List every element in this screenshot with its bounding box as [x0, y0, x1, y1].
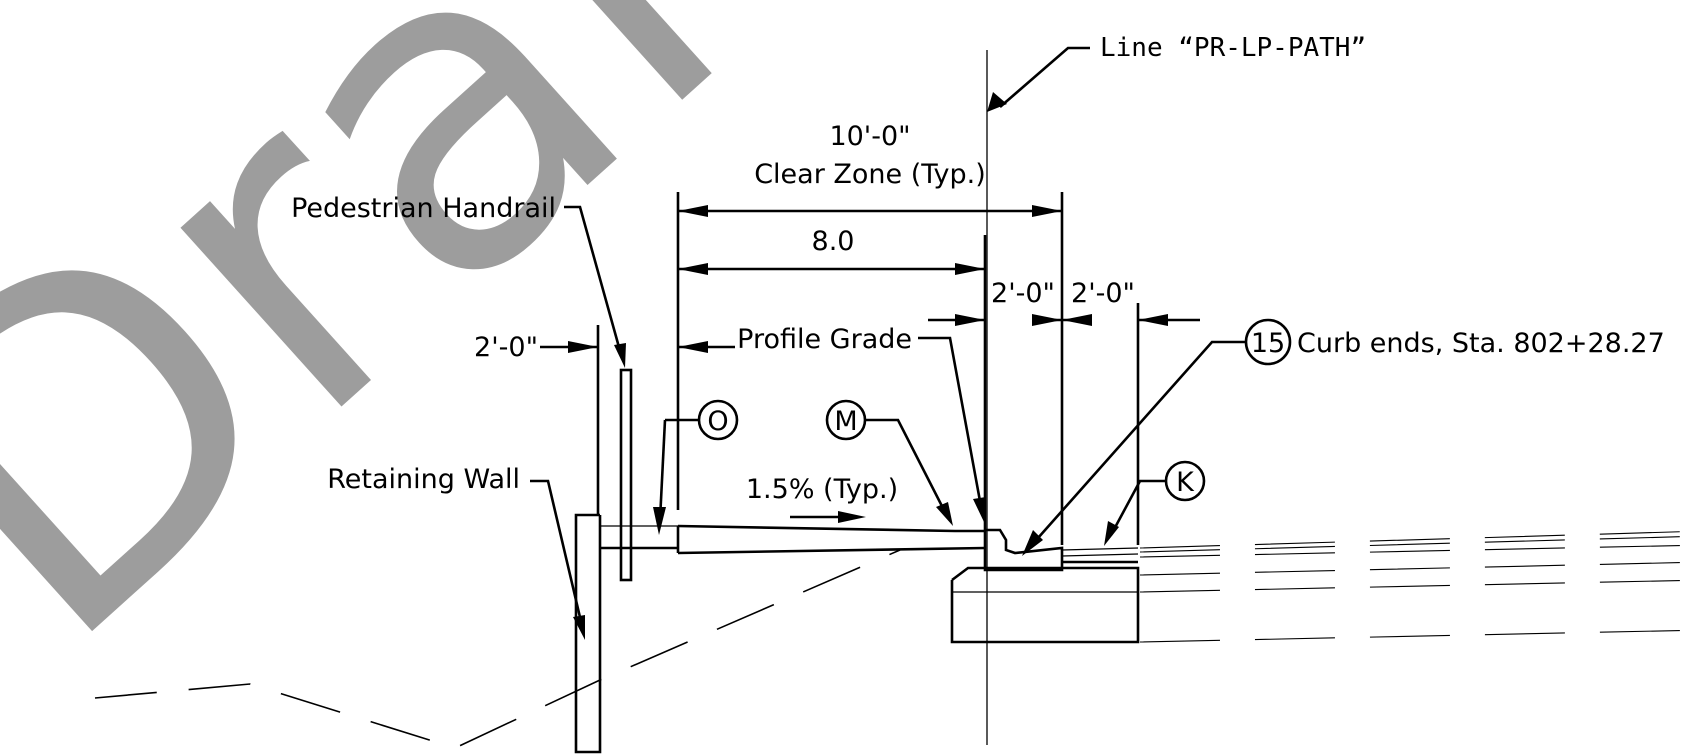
path-width-text: 8.0 [812, 226, 855, 257]
callout-k [1104, 460, 1206, 546]
note-15-number: 15 [1251, 328, 1285, 359]
line-name-leader [987, 46, 1090, 112]
clear-zone-label: Clear Zone (Typ.) [754, 159, 986, 190]
slope-text: 1.5% (Typ.) [746, 474, 898, 505]
callout-o-text: O [707, 406, 728, 437]
offset-right-text: 2'-0" [1071, 278, 1135, 309]
profile-grade-label: Profile Grade [737, 324, 912, 355]
clear-zone-dimension [676, 192, 1064, 545]
offset-left-text: 2'-0" [991, 278, 1055, 309]
wall-offset-dimension [540, 325, 735, 515]
slope-arrow [790, 511, 866, 523]
existing-ground [94, 549, 901, 749]
clear-zone-dim-text: 10'-0" [829, 121, 910, 152]
pavement-lines [1139, 530, 1705, 643]
retaining-wall-label: Retaining Wall [327, 464, 520, 495]
offset-wall-text: 2'-0" [474, 332, 538, 363]
pedestrian-handrail-label: Pedestrian Handrail [291, 193, 556, 224]
callout-m [825, 399, 953, 526]
line-name-label: Line “PR-LP-PATH” [1100, 33, 1366, 63]
path-width-dimension [678, 235, 987, 530]
note-15-callout [1022, 318, 1292, 556]
path-slab [600, 524, 986, 555]
pedestrian-handrail-post [619, 368, 633, 582]
retaining-wall [574, 513, 678, 754]
callout-o [653, 399, 739, 535]
curb-note-label: Curb ends, Sta. 802+28.27 [1297, 328, 1665, 359]
callout-k-text: K [1176, 467, 1195, 498]
draft-watermark: Draft - N [0, 0, 1524, 737]
curb-section [950, 528, 1140, 644]
profile-grade-leader [918, 336, 986, 522]
callout-m-text: M [834, 406, 857, 437]
right-offset-dimensions [928, 303, 1200, 545]
retaining-wall-leader [530, 479, 585, 640]
handrail-leader [564, 205, 626, 368]
